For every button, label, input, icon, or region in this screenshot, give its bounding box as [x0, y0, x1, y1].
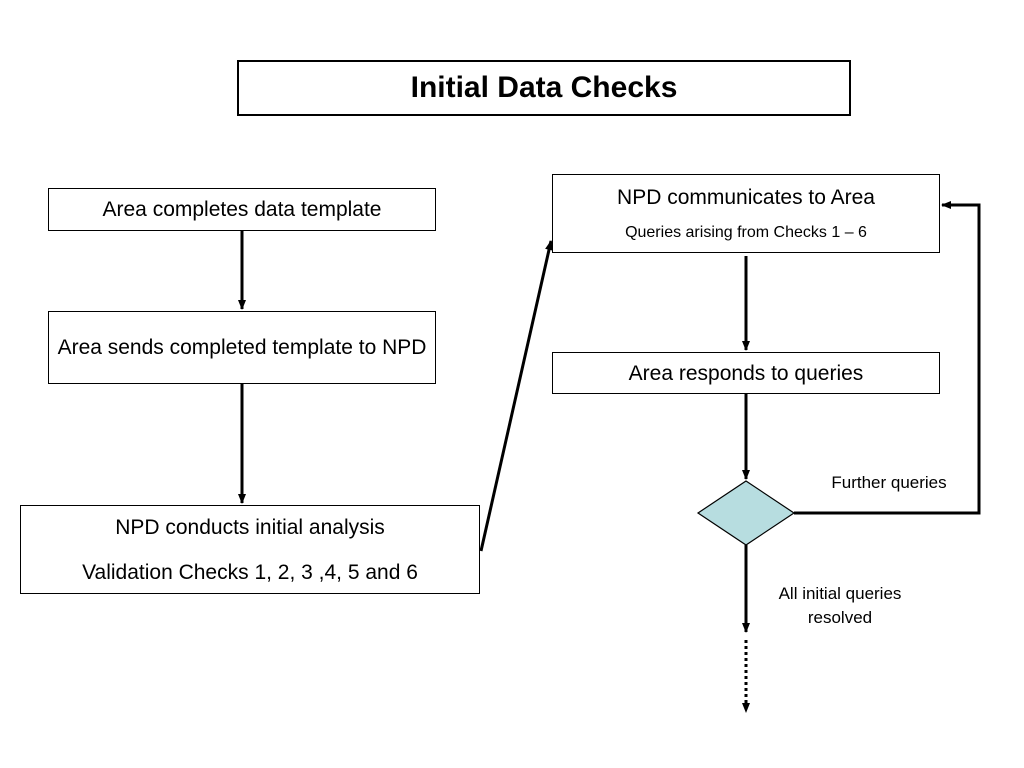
step-label: Area sends completed template to NPD: [57, 336, 427, 359]
step-area-sends-template: Area sends completed template to NPD: [48, 311, 436, 384]
further-queries-label: Further queries: [831, 473, 947, 492]
step-label: NPD conducts initial analysis: [115, 515, 385, 539]
step-label: Area completes data template: [102, 198, 382, 221]
step-sublabel: Queries arising from Checks 1 – 6: [625, 224, 867, 241]
step-label: Area responds to queries: [628, 361, 864, 385]
all-queries-resolved-label: All initial queries resolved: [778, 584, 902, 627]
step-label: NPD communicates to Area: [617, 186, 875, 209]
step-area-completes-template: Area completes data template: [48, 188, 436, 231]
decision-diamond: [696, 480, 796, 546]
diagram-title: Initial Data Checks: [410, 71, 678, 104]
step-npd-initial-analysis: NPD conducts initial analysis Validation…: [20, 505, 480, 594]
step-npd-communicates: NPD communicates to Area Queries arising…: [552, 174, 940, 253]
step-sublabel: Validation Checks 1, 2, 3 ,4, 5 and 6: [82, 560, 418, 584]
arrow-analysis-to-communicate: [479, 240, 553, 552]
title-box: Initial Data Checks: [237, 60, 851, 116]
arrow-further-queries-loop: [794, 201, 981, 515]
step-area-responds: Area responds to queries: [552, 352, 940, 394]
